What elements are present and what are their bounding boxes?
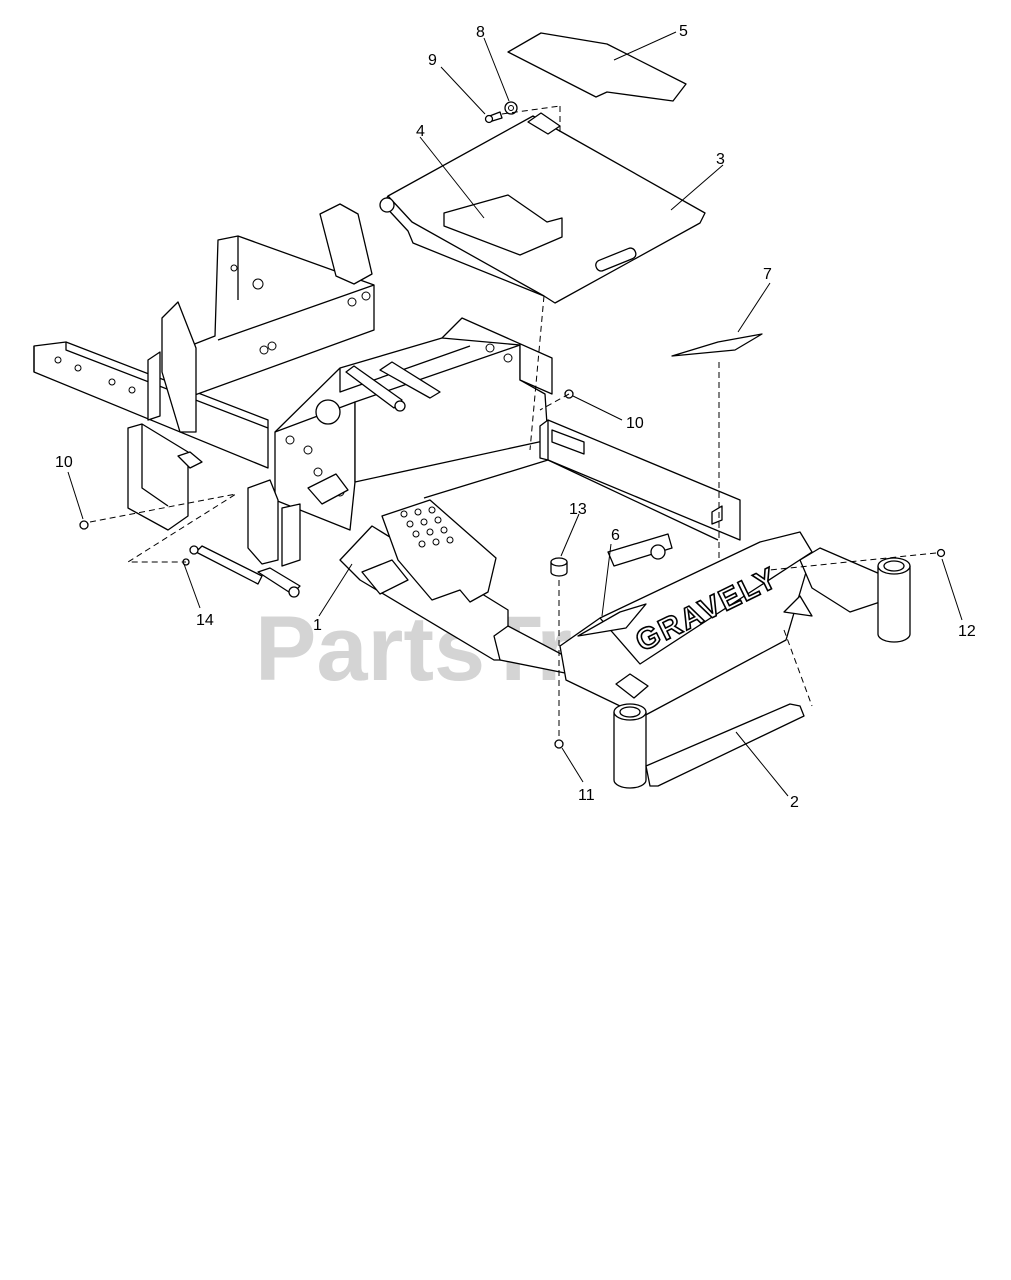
callout-1: 1 — [313, 617, 322, 634]
part-5-decal — [507, 32, 687, 102]
callout-3: 3 — [716, 151, 725, 168]
part-9-bolt — [484, 111, 503, 124]
callout-13: 13 — [569, 501, 587, 518]
callout-8: 8 — [476, 24, 485, 41]
part-7-decal — [671, 333, 763, 357]
assembly-lines — [89, 295, 937, 740]
part-6-decal — [577, 603, 647, 637]
part-14-gas-spring — [182, 545, 301, 598]
part-12-nut — [936, 548, 946, 558]
callout-labels: 5 8 9 3 4 7 10 10 13 6 14 1 12 11 2 — [55, 23, 976, 811]
callout-14: 14 — [196, 612, 214, 629]
callout-5: 5 — [679, 23, 688, 40]
part-1-frame — [33, 203, 911, 789]
part-8-washer — [504, 101, 518, 115]
callout-11: 11 — [578, 787, 595, 804]
part-4-decal — [443, 194, 563, 256]
part-13-grommet — [550, 557, 568, 577]
callout-4: 4 — [416, 123, 425, 140]
callout-10-right: 10 — [626, 415, 644, 432]
part-10-nut-left — [79, 520, 89, 530]
callout-10-left: 10 — [55, 454, 73, 471]
callout-9: 9 — [428, 52, 437, 69]
callout-7: 7 — [763, 266, 772, 283]
callout-2: 2 — [790, 794, 799, 811]
callout-12: 12 — [958, 623, 976, 640]
callout-leaders — [67, 31, 963, 797]
part-11-nut — [554, 739, 564, 749]
callout-6: 6 — [611, 527, 620, 544]
part-2-bumper-pad — [645, 703, 805, 787]
part-3-floor-plate — [379, 112, 706, 304]
